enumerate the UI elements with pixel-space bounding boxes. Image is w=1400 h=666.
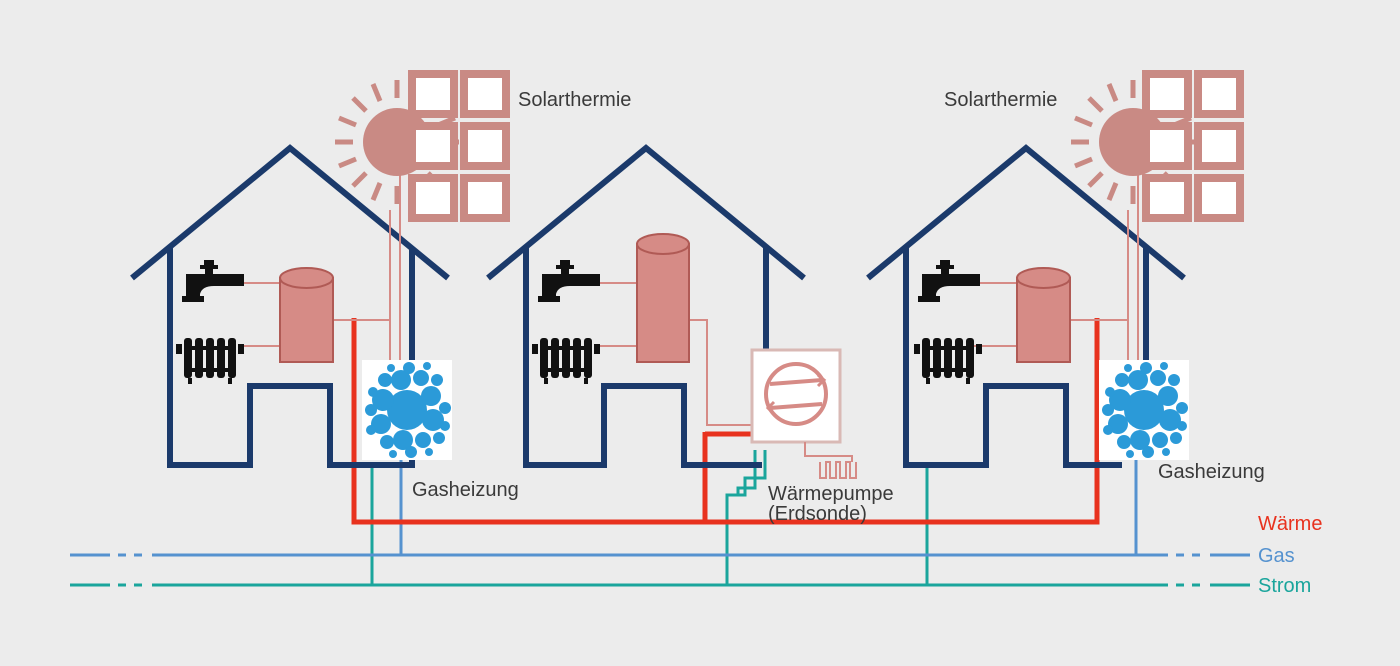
- house-left: [130, 144, 452, 468]
- label-heat-pump: Wärmepumpe: [768, 483, 894, 505]
- radiator-icon: [914, 338, 982, 384]
- solar-panel-icon: [1146, 74, 1240, 218]
- solar-panel-icon: [412, 74, 506, 218]
- label-gas-heater-right: Gasheizung: [1158, 461, 1265, 483]
- faucet-icon: [182, 260, 244, 302]
- label-solar-left: Solarthermie: [518, 89, 631, 111]
- radiator-icon: [176, 338, 244, 384]
- faucet-icon: [538, 260, 600, 302]
- faucet-icon: [918, 260, 980, 302]
- heat-network: [351, 318, 1100, 525]
- solar-unit-right: [1071, 74, 1240, 218]
- storage-tank-icon: [1016, 267, 1071, 363]
- gas-heater-icon: [1099, 360, 1189, 460]
- legend-gas: Gas: [1258, 545, 1295, 567]
- heat-pump-icon: [750, 348, 842, 444]
- house-middle: [486, 144, 857, 479]
- legend-heat: Wärme: [1258, 513, 1322, 535]
- power-network: [70, 450, 1250, 587]
- radiator-icon: [532, 338, 600, 384]
- storage-tank-icon: [279, 267, 334, 363]
- gas-network: [70, 455, 1250, 557]
- gas-heater-icon: [362, 360, 452, 460]
- solar-unit-left: [335, 74, 506, 218]
- ground-probe-icon: [804, 442, 857, 479]
- label-solar-right: Solarthermie: [944, 89, 1057, 111]
- house-right: [866, 144, 1189, 468]
- legend-power: Strom: [1258, 575, 1311, 597]
- storage-tank-icon: [636, 233, 690, 363]
- label-gas-heater-left: Gasheizung: [412, 479, 519, 501]
- label-heat-pump-type: (Erdsonde): [768, 503, 867, 525]
